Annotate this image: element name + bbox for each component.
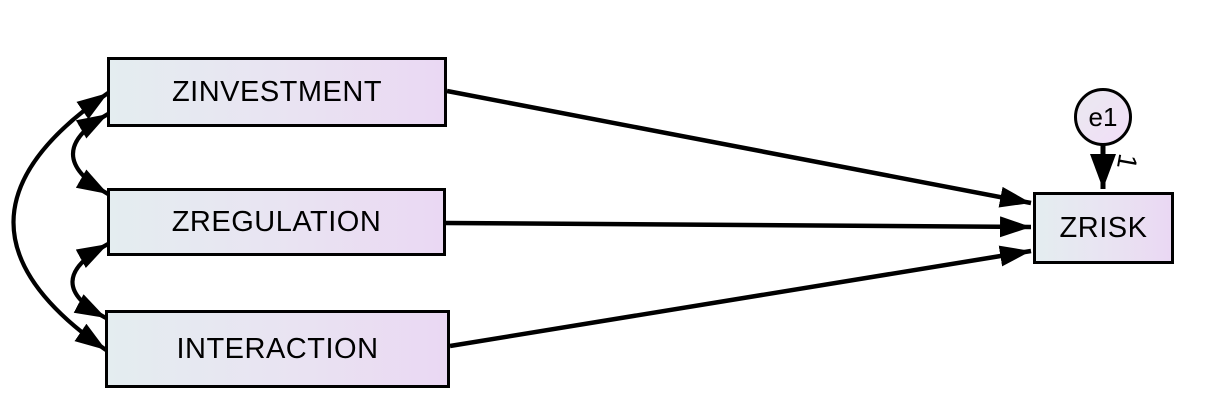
node-zregulation-label: ZREGULATION — [171, 205, 382, 238]
covariance-arc-zinvestment-interaction — [11, 91, 110, 352]
node-e1[interactable]: e1 — [1074, 88, 1132, 146]
regression-path-interaction-zrisk — [449, 245, 1032, 349]
node-interaction[interactable]: INTERACTION — [105, 310, 450, 388]
node-zregulation[interactable]: ZREGULATION — [107, 188, 446, 256]
covariance-arc-zinvestment-zregulation — [70, 112, 110, 196]
regression-path-zregulation-zrisk — [445, 216, 1032, 238]
node-zrisk[interactable]: ZRISK — [1033, 192, 1174, 264]
node-e1-label: e1 — [1088, 101, 1118, 132]
regression-path-zinvestment-zrisk — [446, 88, 1032, 208]
node-zinvestment-label: ZINVESTMENT — [171, 75, 383, 108]
node-zinvestment[interactable]: ZINVESTMENT — [107, 57, 447, 127]
node-zrisk-label: ZRISK — [1059, 211, 1148, 244]
covariance-arc-zregulation-interaction — [70, 242, 110, 320]
node-interaction-label: INTERACTION — [176, 332, 379, 365]
